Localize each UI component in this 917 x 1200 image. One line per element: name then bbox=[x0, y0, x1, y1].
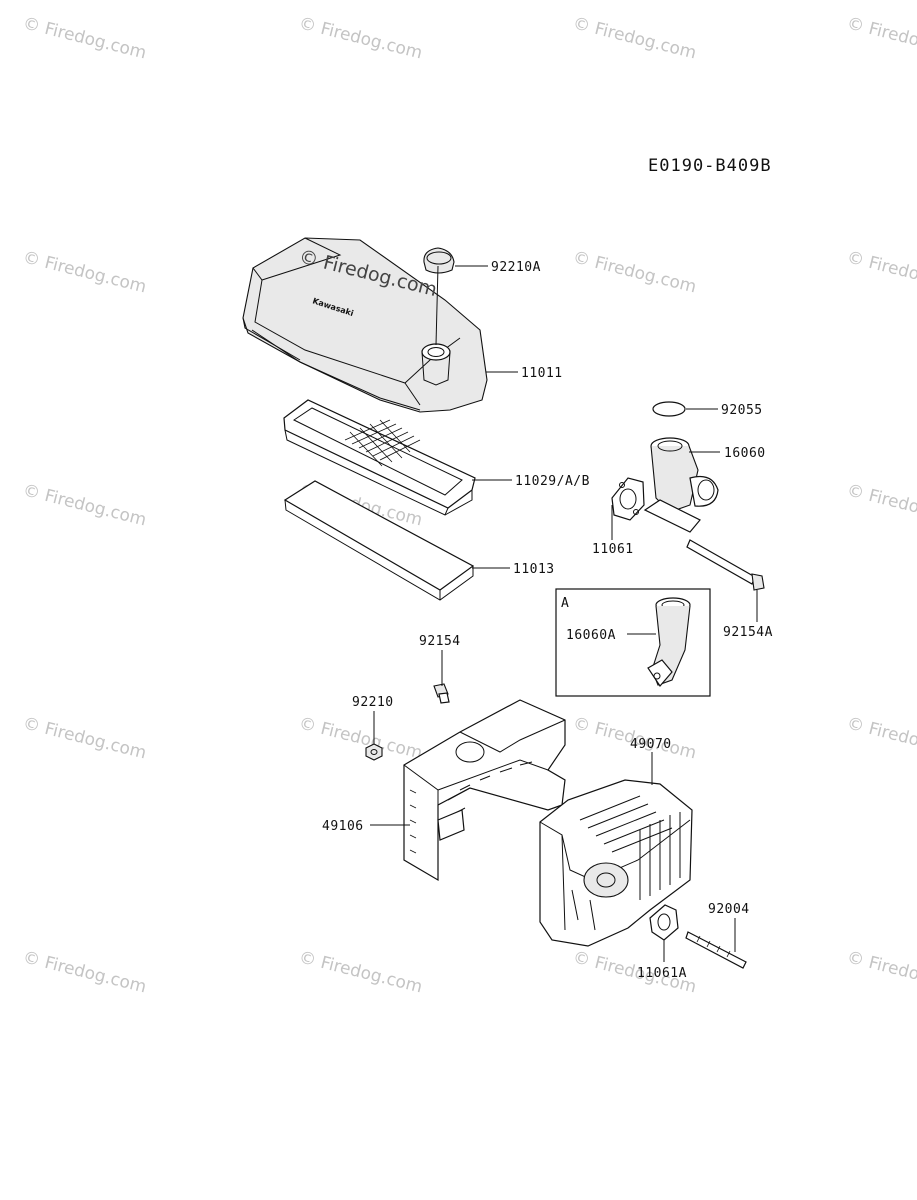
intake-pipe-alt-drawing bbox=[647, 597, 691, 687]
inset-label: A bbox=[561, 596, 569, 611]
watermark: © Firedog.com bbox=[845, 13, 917, 63]
part-label: 16060A bbox=[566, 628, 616, 643]
watermark: © Firedog.com bbox=[845, 947, 917, 997]
watermark-grid: © Firedog.com © Firedog.com © Firedog.co… bbox=[21, 13, 917, 997]
part-label: 92210A bbox=[491, 260, 541, 275]
inset-frame bbox=[555, 588, 711, 697]
watermark: © Firedog.com bbox=[21, 247, 149, 297]
gasket-drawing bbox=[611, 477, 645, 521]
watermark: © Firedog.com bbox=[845, 480, 917, 530]
air-cleaner-cover-drawing: Kawasaki © Firedog.com bbox=[242, 237, 488, 413]
watermark: © Firedog.com bbox=[297, 947, 425, 997]
part-label: 92055 bbox=[721, 403, 763, 418]
part-labels: 92210A 11011 92055 16060 11029/A/B 11061… bbox=[322, 260, 773, 981]
watermark: © Firedog.com bbox=[297, 713, 425, 763]
nut-drawing bbox=[365, 743, 383, 761]
watermark: © Firedog.com bbox=[297, 13, 425, 63]
part-label: 11013 bbox=[513, 562, 555, 577]
air-filter-element-drawing bbox=[283, 399, 476, 516]
diagram-code: E0190-B409B bbox=[648, 156, 772, 176]
part-label: 11011 bbox=[521, 366, 563, 381]
part-label: 92154A bbox=[723, 625, 773, 640]
part-label: 11061 bbox=[592, 542, 634, 557]
bolt-long-drawing bbox=[686, 539, 765, 591]
part-label: 92004 bbox=[708, 902, 750, 917]
stud-drawing bbox=[685, 931, 747, 969]
part-label: 49106 bbox=[322, 819, 364, 834]
part-label: 92210 bbox=[352, 695, 394, 710]
watermark: © Firedog.com bbox=[571, 247, 699, 297]
part-label: 16060 bbox=[724, 446, 766, 461]
part-label: 11061A bbox=[637, 966, 687, 981]
part-label: 49070 bbox=[630, 737, 672, 752]
watermark: © Firedog.com bbox=[21, 13, 149, 63]
muffler-gasket-drawing bbox=[649, 904, 679, 941]
muffler-drawing bbox=[539, 779, 693, 947]
watermark: © Firedog.com bbox=[21, 947, 149, 997]
part-label: 92154 bbox=[419, 634, 461, 649]
leader-lines bbox=[370, 265, 758, 962]
intake-pipe-drawing bbox=[643, 437, 719, 533]
watermark: © Firedog.com bbox=[845, 247, 917, 297]
muffler-cover-drawing bbox=[403, 699, 566, 882]
watermark: © Firedog.com bbox=[845, 713, 917, 763]
watermark: © Firedog.com bbox=[571, 13, 699, 63]
watermark: © Firedog.com bbox=[21, 480, 149, 530]
watermark: © Firedog.com bbox=[21, 713, 149, 763]
o-ring-drawing bbox=[652, 401, 686, 417]
part-label: 11029/A/B bbox=[515, 474, 590, 489]
knob-drawing bbox=[423, 247, 455, 274]
pre-cleaner-drawing bbox=[283, 480, 475, 601]
bolt-short-drawing bbox=[433, 683, 450, 704]
